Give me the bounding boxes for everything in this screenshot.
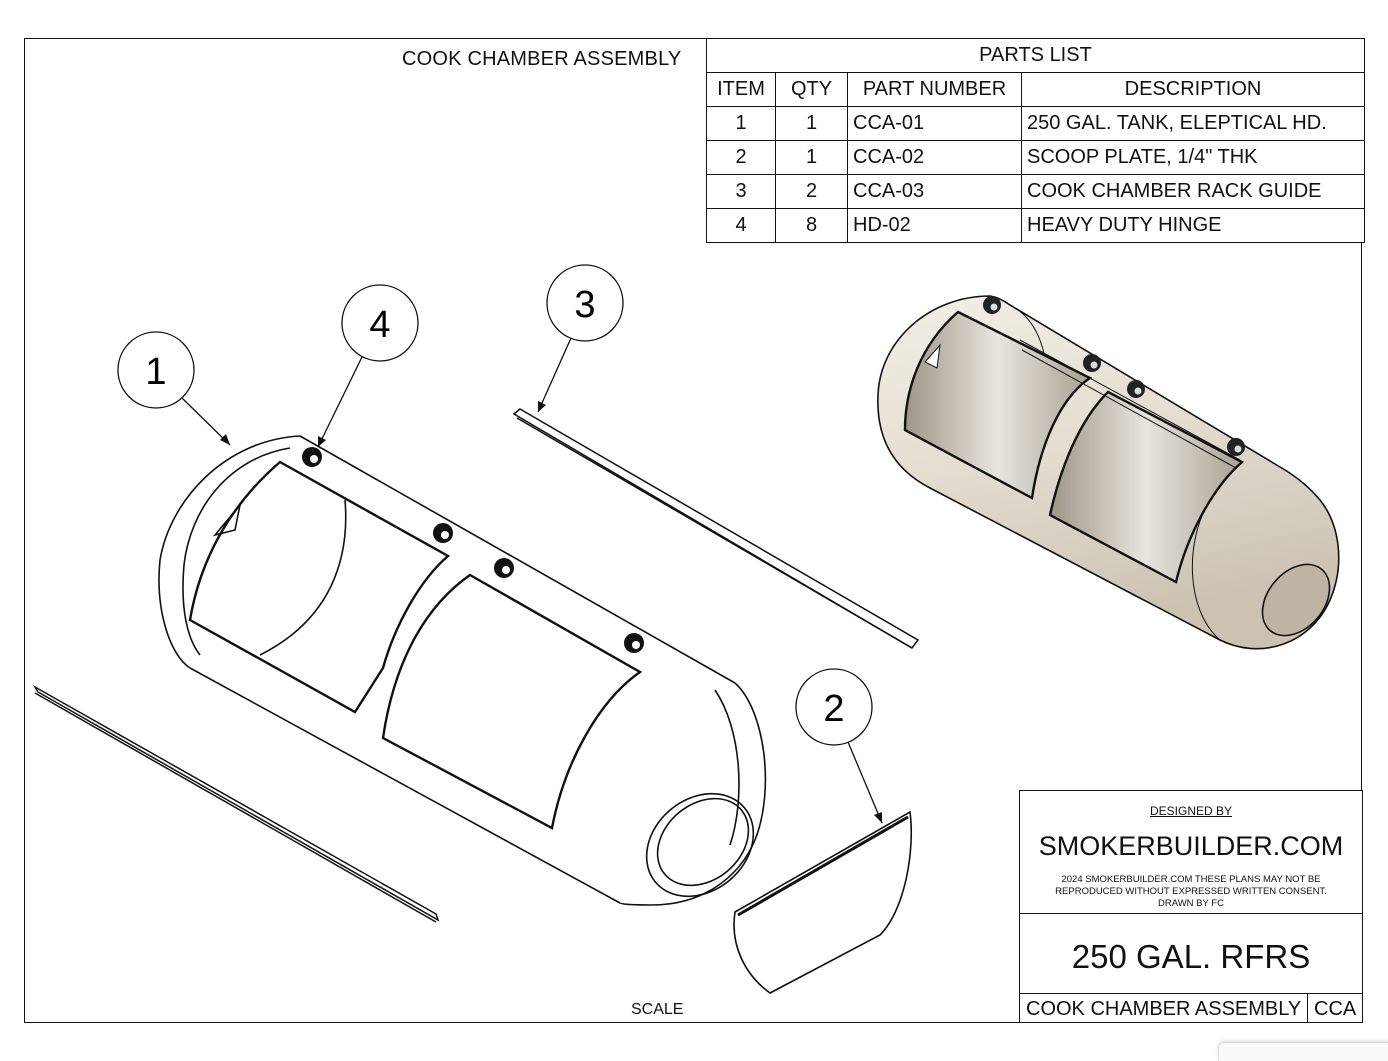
- parts-list-table: PARTS LIST ITEM QTY PART NUMBER DESCRIPT…: [706, 38, 1365, 243]
- balloon-1-label: 1: [145, 351, 166, 393]
- shaded-outlet: [1261, 563, 1331, 637]
- hinge-icon: [1127, 380, 1145, 398]
- header-qty: QTY: [775, 72, 848, 107]
- hinge-icon: [494, 558, 514, 578]
- cell-item: 1: [706, 106, 776, 141]
- rack-guide-lower-edge: [34, 692, 437, 923]
- hinge-icon: [1083, 354, 1101, 372]
- rack-guide-upper-edge: [516, 417, 913, 649]
- notice-line: DRAWN BY FC: [1158, 898, 1224, 909]
- tank-outlet-outer: [645, 792, 755, 898]
- left-door-notch: [212, 504, 241, 537]
- corner-widget[interactable]: [1218, 1042, 1388, 1061]
- notice-line: 2024 SMOKERBUILDER.COM THESE PLANS MAY N…: [1061, 874, 1321, 885]
- sheet-name: COOK CHAMBER ASSEMBLY: [1026, 998, 1302, 1020]
- tank-bottom-edge: [189, 667, 621, 904]
- title-block-divider: [1020, 913, 1362, 914]
- cell-description: HEAVY DUTY HINGE: [1021, 208, 1365, 243]
- cell-description: 250 GAL. TANK, ELEPTICAL HD.: [1021, 106, 1365, 141]
- cell-part-number: HD-02: [847, 208, 1022, 243]
- parts-list-title: PARTS LIST: [706, 38, 1365, 73]
- tank-line-drawing: [158, 435, 767, 906]
- tank-outlet-inner: [656, 797, 750, 887]
- rack-guide-upper: [512, 408, 920, 649]
- table-row: 1 1 CCA-01 250 GAL. TANK, ELEPTICAL HD.: [706, 106, 1365, 141]
- cell-part-number: CCA-01: [847, 106, 1022, 141]
- header-description: DESCRIPTION: [1021, 72, 1365, 107]
- scoop-plate-edge: [737, 815, 909, 917]
- cell-part-number: CCA-02: [847, 140, 1022, 175]
- hinge-icon: [983, 296, 1001, 314]
- scale-label: SCALE: [631, 1001, 684, 1018]
- cell-qty: 8: [775, 208, 848, 243]
- hinge-group-line: [302, 447, 644, 653]
- cell-description: SCOOP PLATE, 1/4" THK: [1021, 140, 1365, 175]
- balloon-4: 4: [317, 284, 419, 448]
- balloon-2-label: 2: [823, 688, 844, 730]
- balloon-1: 1: [117, 331, 231, 446]
- right-door-opening: [381, 573, 643, 830]
- company-name: SMOKERBUILDER.COM: [1038, 831, 1344, 861]
- tank-right-head: [619, 682, 767, 906]
- shaded-rack-guide-2: [1021, 349, 1237, 469]
- copyright-notice: 2024 SMOKERBUILDER.COM THESE PLANS MAY N…: [1026, 874, 1356, 910]
- balloon-3: 3: [537, 264, 624, 413]
- tank-right-head-seam: [714, 689, 740, 846]
- shaded-notch: [924, 343, 941, 369]
- table-row: 4 8 HD-02 HEAVY DUTY HINGE: [706, 208, 1365, 243]
- table-row: 2 1 CCA-02 SCOOP PLATE, 1/4" THK: [706, 140, 1365, 175]
- notice-line: REPRODUCED WITHOUT EXPRESSED WRITTEN CON…: [1055, 886, 1327, 897]
- cell-qty: 1: [775, 140, 848, 175]
- title-block-divider: [1020, 993, 1362, 994]
- hinge-icon: [302, 447, 322, 467]
- cell-qty: 1: [775, 106, 848, 141]
- tank-left-head-outer: [158, 435, 301, 669]
- rack-guide-upper-body: [512, 408, 920, 649]
- left-door-opening: [188, 460, 451, 714]
- scoop-plate-body: [733, 810, 913, 994]
- cell-item: 3: [706, 174, 776, 209]
- hinge-icon: [624, 633, 644, 653]
- shaded-right-door: [1048, 390, 1245, 584]
- drawing-name: 250 GAL. RFRS: [1071, 938, 1311, 975]
- parts-list-header-row: ITEM QTY PART NUMBER DESCRIPTION: [706, 72, 1365, 107]
- tank-left-head-inner: [182, 447, 291, 656]
- shaded-left-door: [903, 310, 1093, 500]
- drawing-title: COOK CHAMBER ASSEMBLY: [402, 48, 682, 70]
- tank-top-edge: [299, 435, 736, 684]
- cell-item: 2: [706, 140, 776, 175]
- sheet-code: CCA: [1314, 998, 1357, 1020]
- shaded-rack-guide: [1019, 339, 1241, 461]
- balloon-4-label: 4: [369, 304, 390, 346]
- balloon-3-label: 3: [574, 284, 595, 326]
- drawing-border: [24, 38, 1362, 1023]
- tank-shaded-view: [877, 295, 1340, 650]
- title-block-vertical-divider: [1307, 993, 1308, 1023]
- hinge-icon: [1227, 438, 1245, 456]
- hinge-icon: [433, 523, 453, 543]
- designed-by-label: DESIGNED BY: [1149, 804, 1233, 818]
- title-block: DESIGNED BY SMOKERBUILDER.COM 2024 SMOKE…: [1019, 790, 1363, 1023]
- rack-guide-lower-body: [32, 684, 440, 922]
- balloon-2: 2: [795, 668, 883, 824]
- scoop-plate: [733, 810, 913, 994]
- rack-guide-lower: [32, 684, 440, 923]
- hinge-group-shaded: [983, 296, 1245, 456]
- left-door-curve: [259, 499, 347, 656]
